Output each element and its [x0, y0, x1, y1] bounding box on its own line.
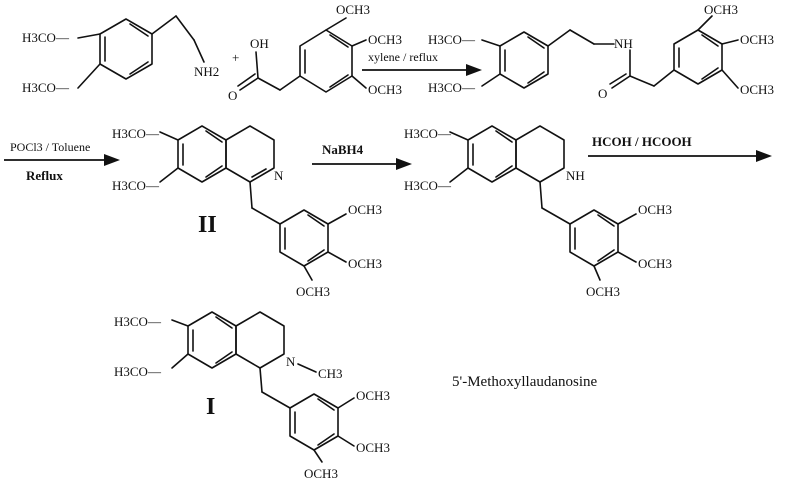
atom-label-och3: OCH3: [336, 2, 370, 17]
atom-label-och3: OCH3: [638, 256, 672, 271]
reagent-xylene-reflux: xylene / reflux: [368, 50, 438, 64]
atom-label-n: N: [274, 168, 284, 183]
atom-label-och3: OCH3: [356, 388, 390, 403]
product-name-label: 5'-Methoxyllaudanosine: [452, 374, 598, 390]
atom-label-h3co: H3CO—: [112, 178, 160, 193]
atom-label-h3co: H3CO—: [428, 32, 476, 47]
atom-label-och3: OCH3: [704, 2, 738, 17]
amide-intermediate-structure: H3CO— H3CO— NH O OCH3 OCH3 OCH3: [428, 2, 774, 101]
atom-label-o: O: [598, 86, 607, 101]
atom-label-oh: OH: [250, 36, 269, 51]
atom-label-h3co: H3CO—: [114, 314, 162, 329]
atom-label-h3co: H3CO—: [404, 126, 452, 141]
compound-label-i: I: [206, 394, 215, 420]
atom-label-och3: OCH3: [638, 202, 672, 217]
atom-label-nh: NH: [614, 36, 633, 51]
atom-label-och3: OCH3: [304, 466, 338, 481]
reaction-arrow-1: xylene / reflux: [362, 50, 482, 76]
atom-label-och3: OCH3: [586, 284, 620, 299]
tetrahydroisoquinoline-structure: H3CO— H3CO— NH OCH3 OCH3 OCH3: [404, 125, 672, 299]
atom-label-h3co: H3CO—: [428, 80, 476, 95]
compound-label-ii: II: [198, 212, 217, 238]
reaction-arrow-4: HCOH / HCOOH: [588, 134, 772, 162]
compound-ii-structure: H3CO— H3CO— N OCH3 OCH3 OCH3: [112, 125, 382, 299]
reagent-hcoh-hcooh: HCOH / HCOOH: [592, 134, 692, 149]
compound-i-structure: H3CO— H3CO— N CH3 OCH3 OCH3 OCH3: [114, 311, 390, 481]
atom-label-och3: OCH3: [368, 82, 402, 97]
reagent-nabh4: NaBH4: [322, 142, 364, 157]
atom-label-n: N: [286, 354, 296, 369]
atom-label-h3co: H3CO—: [22, 30, 70, 45]
atom-label-och3: OCH3: [740, 82, 774, 97]
plus-sign: +: [232, 50, 239, 65]
atom-label-h3co: H3CO—: [114, 364, 162, 379]
atom-label-och3: OCH3: [740, 32, 774, 47]
atom-label-nh2: NH2: [194, 64, 219, 79]
atom-label-h3co: H3CO—: [404, 178, 452, 193]
reagent-reflux: Reflux: [26, 168, 63, 183]
atom-label-nh: NH: [566, 168, 585, 183]
atom-label-o: O: [228, 88, 237, 103]
homoveratrylamine-structure: H3CO— H3CO— NH2: [22, 15, 219, 95]
atom-label-ch3: CH3: [318, 366, 343, 381]
atom-label-h3co: H3CO—: [22, 80, 70, 95]
atom-label-h3co: H3CO—: [112, 126, 160, 141]
atom-label-och3: OCH3: [356, 440, 390, 455]
reaction-arrow-3: NaBH4: [312, 142, 412, 170]
atom-label-och3: OCH3: [368, 32, 402, 47]
atom-label-och3: OCH3: [348, 256, 382, 271]
atom-label-och3: OCH3: [296, 284, 330, 299]
atom-label-och3: OCH3: [348, 202, 382, 217]
reaction-arrow-2: POCl3 / Toluene Reflux: [4, 140, 120, 183]
reagent-pocl3-toluene: POCl3 / Toluene: [10, 140, 90, 154]
trimethoxyphenylacetic-acid-structure: OH O OCH3 OCH3 OCH3: [228, 2, 402, 103]
